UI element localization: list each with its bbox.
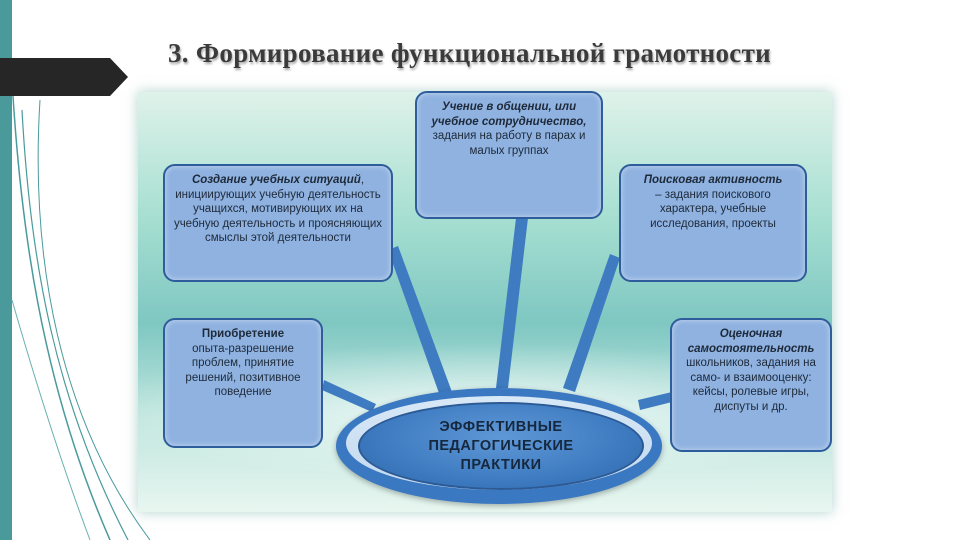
connector-learning-in-communication xyxy=(496,218,528,388)
box-self-assessment-text: школьников, задания на само- и взаимооце… xyxy=(686,357,816,413)
box-search-activity-heading: Поисковая активность xyxy=(643,174,783,186)
connector-acquiring-experience xyxy=(322,380,376,412)
box-search-activity-text: – задания поискового характера, учебные … xyxy=(650,188,776,230)
title-arrow-tab xyxy=(0,58,128,96)
connector-creating-situations xyxy=(388,246,452,396)
deco-line xyxy=(21,109,129,540)
slide-title: 3. Формирование функциональной грамотнос… xyxy=(168,38,772,68)
box-learning-in-communication-heading: Учение в общении, или учебное сотрудниче… xyxy=(431,101,587,128)
center-hub: ЭФФЕКТИВНЫЕ ПЕДАГОГИЧЕСКИЕ ПРАКТИКИ xyxy=(358,402,644,490)
connector-self-assessment xyxy=(638,392,672,410)
box-acquiring-experience-heading: Приобретение xyxy=(201,328,285,340)
box-self-assessment: Оценочная самостоятельность школьников, … xyxy=(670,318,832,452)
deco-line xyxy=(11,79,111,540)
box-acquiring-experience: Приобретение опыта-разрешение проблем, п… xyxy=(163,318,323,448)
connector-search-activity xyxy=(563,254,620,392)
center-line-3: ПРАКТИКИ xyxy=(460,456,542,473)
deco-line xyxy=(37,99,151,540)
box-learning-in-communication: Учение в общении, или учебное сотрудниче… xyxy=(415,91,603,219)
box-creating-situations-heading: Создание учебных ситуаций xyxy=(191,174,361,186)
box-creating-situations: Создание учебных ситуаций, инициирующих … xyxy=(163,164,393,282)
center-line-2: ПЕДАГОГИЧЕСКИЕ xyxy=(428,437,574,454)
deco-line xyxy=(11,299,91,540)
center-line-1: ЭФФЕКТИВНЫЕ xyxy=(439,418,563,435)
box-creating-situations-text: , инициирующих учебную деятельность учащ… xyxy=(173,174,383,244)
box-learning-in-communication-text: задания на работу в парах и малых группа… xyxy=(432,130,586,157)
box-self-assessment-heading: Оценочная самостоятельность xyxy=(687,328,815,355)
box-acquiring-experience-text: опыта-разрешение проблем, принятие решен… xyxy=(185,342,301,399)
box-search-activity: Поисковая активность – задания поисковог… xyxy=(619,164,807,282)
